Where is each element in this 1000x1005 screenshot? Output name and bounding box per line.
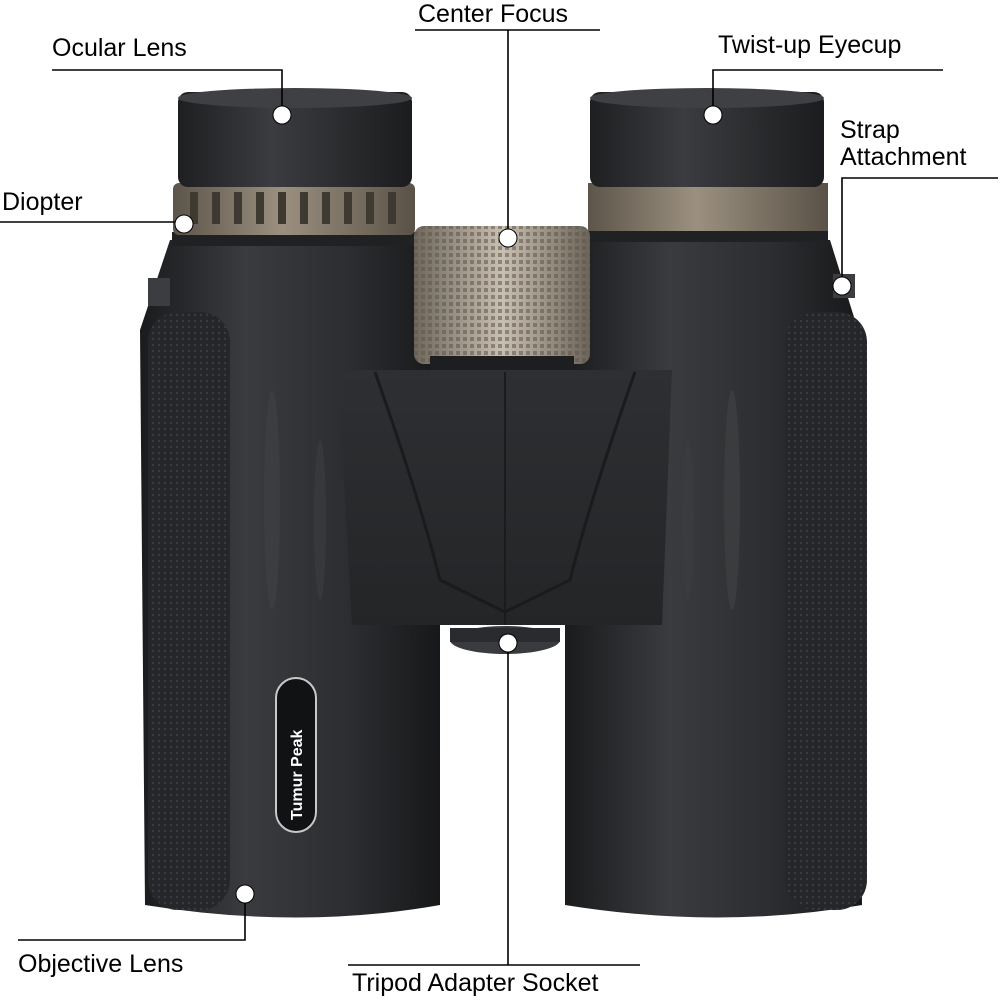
- right-grip-texture: [785, 312, 867, 910]
- strap-attachment-leader: [841, 177, 998, 286]
- brand-logo: Tumur Peak: [275, 677, 317, 833]
- callout-lines: [0, 29, 998, 966]
- strap-attachment-marker: [832, 276, 852, 296]
- label-diopter: Diopter: [2, 188, 83, 216]
- brand-logo-text: Tumur Peak: [289, 730, 306, 821]
- left-grip-texture: [148, 312, 230, 910]
- left-strap-lug: [148, 278, 170, 306]
- twist-up-eyecup-marker: [703, 105, 723, 125]
- ocular-lens-leader: [52, 69, 283, 114]
- label-strap-attachment-line2: Attachment: [840, 143, 967, 171]
- objective-lens-marker: [235, 884, 255, 904]
- diopter-marker: [174, 214, 194, 234]
- right-bronze-ring: [588, 183, 828, 231]
- label-center-focus: Center Focus: [418, 0, 569, 28]
- label-objective-lens: Objective Lens: [18, 950, 184, 978]
- diopter-ring: [173, 183, 415, 235]
- twist-up-eyecup-leader: [712, 69, 943, 114]
- tripod-socket-marker: [498, 633, 518, 653]
- label-strap-attachment-line1: Strap: [840, 116, 900, 144]
- ocular-lens-marker: [272, 105, 292, 125]
- right-eyecup: [588, 88, 828, 242]
- center-focus-wheel: [414, 226, 590, 372]
- left-eyecup: [172, 88, 416, 246]
- callout-markers: [174, 105, 852, 904]
- label-ocular-lens: Ocular Lens: [52, 34, 187, 62]
- label-twist-up-eyecup: Twist-up Eyecup: [718, 31, 902, 59]
- label-tripod-adapter-socket: Tripod Adapter Socket: [352, 969, 599, 997]
- center-focus-marker: [498, 228, 518, 248]
- bridge: [338, 370, 672, 625]
- objective-lens-leader: [18, 895, 246, 941]
- diopter-ridges: [190, 192, 396, 224]
